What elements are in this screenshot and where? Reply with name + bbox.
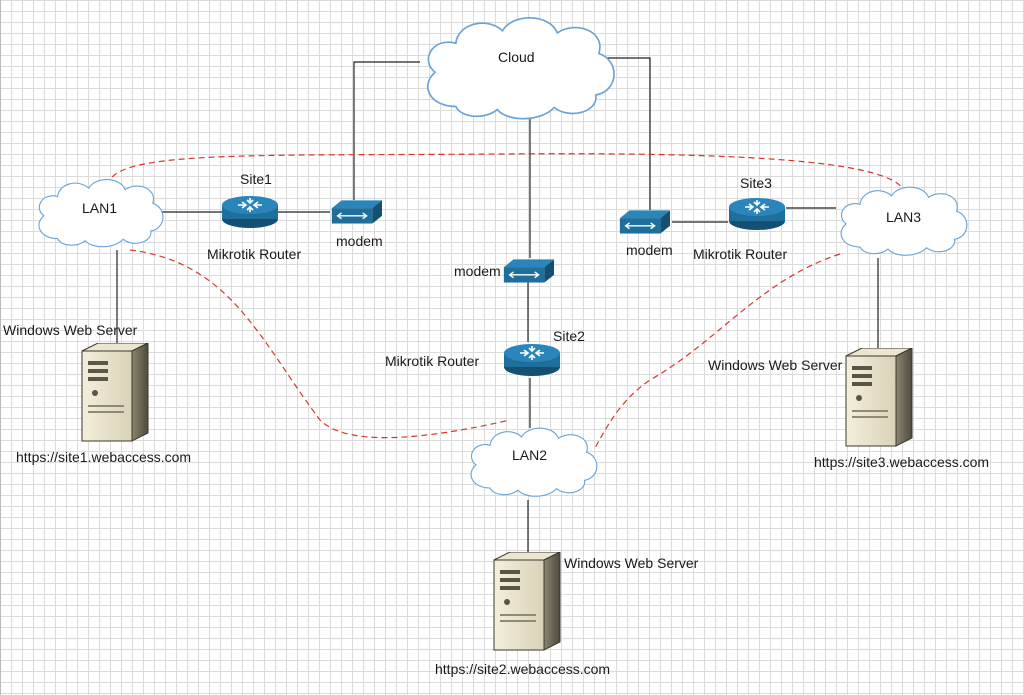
- vpn-tunnels: [107, 153, 906, 449]
- server-icon-site2: [493, 552, 561, 651]
- server-label-site3: Windows Web Server: [708, 357, 843, 373]
- modem-icon-site2: [503, 258, 554, 283]
- lan3-label: LAN3: [886, 209, 922, 225]
- server-label-site1: Windows Web Server: [3, 322, 138, 338]
- link-cloud-modem3: [600, 57, 651, 210]
- router-icon-site1: [221, 195, 279, 229]
- tunnel-lan3-lan2: [594, 253, 841, 449]
- url-label-site2: https://site2.webaccess.com: [435, 661, 611, 677]
- router-label-site3: Mikrotik Router: [693, 246, 788, 262]
- server-icon-site1: [81, 343, 149, 442]
- lan2-label: LAN2: [512, 447, 548, 463]
- site2-label: Site2: [553, 328, 585, 344]
- router-icon-site3: [728, 197, 786, 231]
- tunnel-lan1-lan2: [129, 249, 511, 439]
- router-icon-site2: [503, 343, 561, 377]
- cloud-label: Cloud: [498, 49, 535, 65]
- modem-label-site1: modem: [336, 233, 383, 249]
- lan1-label: LAN1: [82, 200, 118, 216]
- modem-icon-site3: [619, 209, 670, 234]
- canvas-border: [0, 0, 1, 695]
- cloud-main-icon: [426, 16, 615, 120]
- url-label-site3: https://site3.webaccess.com: [814, 454, 990, 470]
- modem-icon-site1: [331, 199, 382, 224]
- modem-label-site3: modem: [626, 242, 673, 258]
- server-label-site2: Windows Web Server: [564, 555, 699, 571]
- server-icon-site3: [845, 348, 913, 447]
- router-label-site1: Mikrotik Router: [207, 246, 302, 262]
- modem-label-site2: modem: [454, 263, 501, 279]
- router-label-site2: Mikrotik Router: [385, 353, 480, 369]
- connection-lines: [116, 57, 879, 553]
- tunnel-lan1-lan3: [107, 153, 906, 195]
- site1-label: Site1: [240, 171, 272, 187]
- link-cloud-modem1: [353, 61, 420, 200]
- url-label-site1: https://site1.webaccess.com: [16, 449, 192, 465]
- site3-label: Site3: [740, 175, 772, 191]
